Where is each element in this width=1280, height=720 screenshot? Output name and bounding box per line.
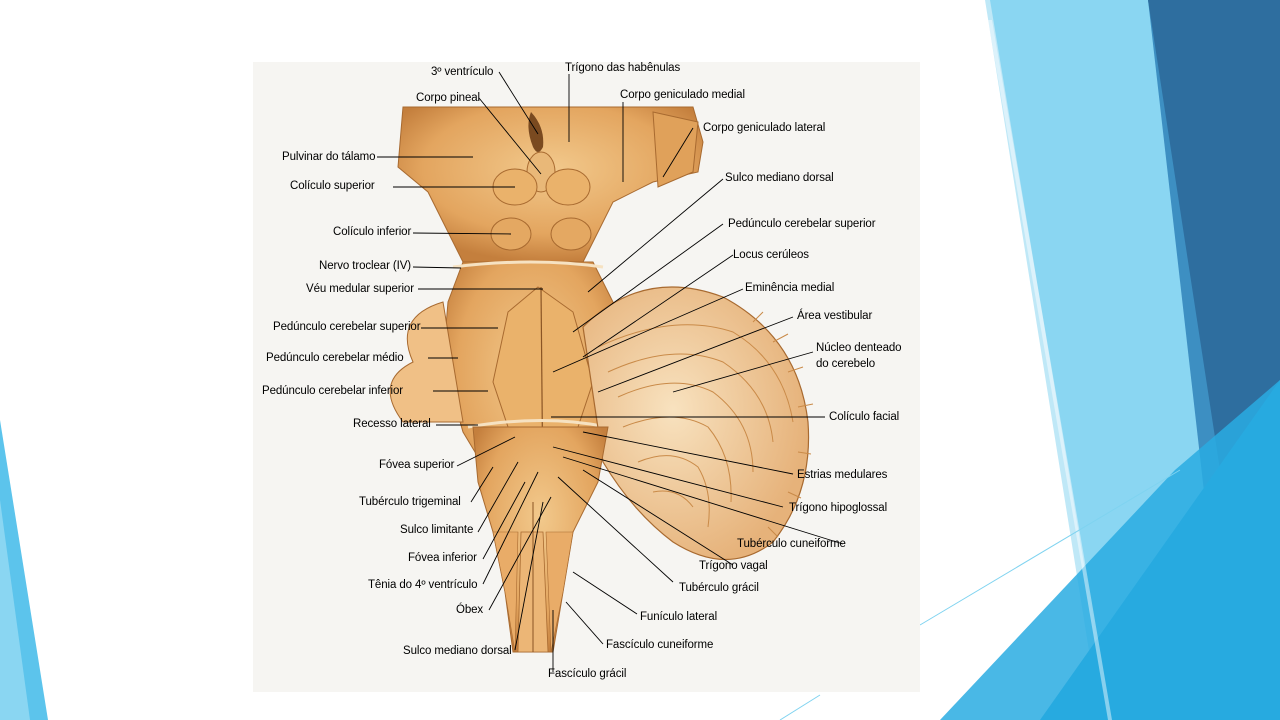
label-tuberculo-cuneiforme: Tubérculo cuneiforme <box>737 538 846 550</box>
superior-medullary-velum <box>452 260 604 269</box>
label-tuberculo-gracil: Tubérculo grácil <box>679 582 759 594</box>
label-fasciculo-cuneiforme: Fascículo cuneiforme <box>606 639 714 651</box>
label-coliculo-superior: Colículo superior <box>290 180 375 192</box>
label-veu-medular: Véu medular superior <box>306 283 414 295</box>
label-trigono-vagal: Trígono vagal <box>699 560 768 572</box>
superior-colliculus-right <box>545 168 591 206</box>
label-pedunculo-inferior: Pedúnculo cerebelar inferior <box>262 385 404 397</box>
label-funiculo-lateral: Funículo lateral <box>640 611 718 623</box>
label-sulco-mediano-dorsal-top: Sulco mediano dorsal <box>725 172 834 184</box>
label-pedunculo-medio: Pedúnculo cerebelar médio <box>266 352 404 364</box>
label-pedunculo-superior-left: Pedúnculo cerebelar superior <box>273 321 421 333</box>
label-eminencia-medial: Eminência medial <box>745 282 835 294</box>
label-pedunculo-superior-right: Pedúnculo cerebelar superior <box>728 218 876 230</box>
label-fasciculo-gracil: Fascículo grácil <box>548 668 627 680</box>
facet-line-3 <box>779 694 821 720</box>
label-nucleo-denteado-1: Núcleo denteado <box>816 342 902 354</box>
label-trigono-hipoglossal: Trígono hipoglossal <box>789 502 888 514</box>
inferior-colliculus-right <box>550 217 592 251</box>
label-tenia: Tênia do 4º ventrículo <box>368 579 478 591</box>
label-coliculo-facial: Colículo facial <box>829 411 900 423</box>
leader-lines <box>377 71 844 672</box>
label-estrias-medulares: Estrias medulares <box>797 469 888 481</box>
facet-thin-line-1 <box>988 20 1112 720</box>
label-recesso-lateral: Recesso lateral <box>353 418 431 430</box>
lateral-geniculate <box>652 111 699 188</box>
cerebellum-folia <box>597 311 814 538</box>
label-nucleo-denteado-2: do cerebelo <box>816 358 875 370</box>
facet-line-2 <box>919 469 1181 626</box>
label-3rd-ventricle: 3º ventrículo <box>431 66 494 78</box>
label-trigono-habenulas: Trígono das habênulas <box>565 62 681 74</box>
cuneate-fasciculus-left <box>492 531 519 653</box>
label-corpo-pineal: Corpo pineal <box>416 92 481 104</box>
label-geniculado-medial: Corpo geniculado medial <box>620 89 745 101</box>
label-locus-ceruleos: Locus cerúleos <box>733 249 809 261</box>
striae-medullares <box>467 419 609 429</box>
label-fovea-inferior: Fóvea inferior <box>408 552 477 564</box>
label-area-vestibular: Área vestibular <box>797 310 873 322</box>
label-geniculado-lateral: Corpo geniculado lateral <box>703 122 826 134</box>
facet-cyan-bottom <box>940 380 1280 720</box>
third-ventricle <box>528 112 544 152</box>
facet-left-bottom-light <box>0 500 30 720</box>
middle-cerebellar-peduncle <box>389 301 464 423</box>
label-fovea-superior: Fóvea superior <box>379 459 455 471</box>
cuneate-fasciculus-right <box>545 531 574 653</box>
brainstem-figure: 3º ventrículo Trígono das habênulas Corp… <box>253 62 920 692</box>
label-coliculo-inferior: Colículo inferior <box>333 226 412 238</box>
label-pulvinar: Pulvinar do tálamo <box>282 151 376 163</box>
label-sulco-limitante: Sulco limitante <box>400 524 474 536</box>
facet-dark <box>1148 0 1280 470</box>
cerebellum-section <box>582 286 810 560</box>
label-sulco-mediano-dorsal-bottom: Sulco mediano dorsal <box>403 645 512 657</box>
label-tuberculo-trigeminal: Tubérculo trigeminal <box>359 496 461 508</box>
brainstem-illustration <box>377 71 844 672</box>
label-obex: Óbex <box>456 604 484 616</box>
label-nervo-troclear: Nervo troclear (IV) <box>319 260 412 272</box>
